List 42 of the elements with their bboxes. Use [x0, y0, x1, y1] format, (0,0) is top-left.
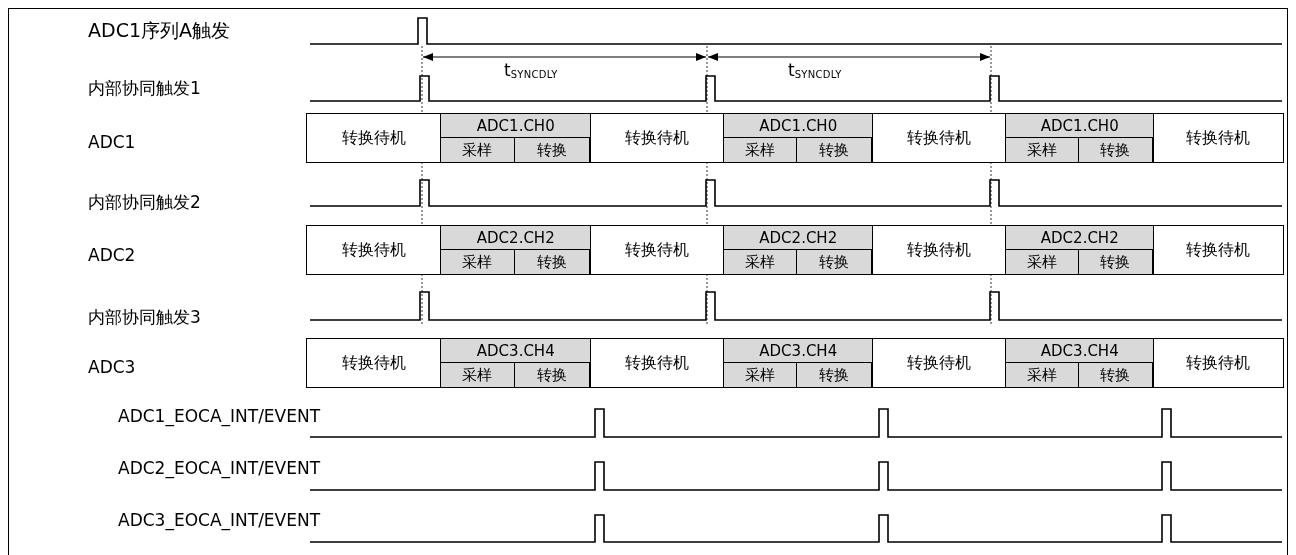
delay-label: t$_{SYNCDLY}$ [788, 60, 842, 82]
state-box: 转换待机 [872, 225, 1007, 275]
phase-box: 转换 [513, 137, 590, 163]
phase-box: 转换 [796, 137, 872, 163]
state-box: 转换待机 [872, 113, 1007, 163]
phase-box: 转换 [796, 249, 872, 275]
phase-box: 转换 [1077, 362, 1153, 388]
state-box: 转换待机 [1153, 113, 1284, 163]
phase-box: 转换 [513, 249, 590, 275]
channel-name: ADC2.CH2 [758, 228, 839, 249]
channel-name: ADC3.CH4 [475, 341, 556, 362]
channel-name: ADC3.CH4 [758, 341, 839, 362]
channel-name: ADC2.CH2 [1039, 228, 1120, 249]
signal-name: 内部协同触发3 [88, 307, 201, 327]
signal-name: ADC2_EOCA_INT/EVENT [118, 458, 321, 478]
state-box: 转换待机 [590, 338, 725, 388]
state-box: 转换待机 [1153, 338, 1284, 388]
channel-name: ADC2.CH2 [475, 228, 556, 249]
state-box: 转换待机 [590, 113, 725, 163]
delay-label: t$_{SYNCDLY}$ [504, 60, 558, 82]
phase-box: 转换 [1077, 137, 1153, 163]
channel-name: ADC1.CH0 [475, 116, 556, 137]
state-box: 转换待机 [590, 225, 725, 275]
signal-name: ADC2 [88, 245, 136, 265]
phase-box: 转换 [796, 362, 872, 388]
signal-name: ADC3_EOCA_INT/EVENT [118, 510, 321, 530]
signal-name: ADC1序列A触发 [88, 20, 230, 40]
phase-box: 转换 [513, 362, 590, 388]
state-box: 转换待机 [872, 338, 1007, 388]
state-box: 转换待机 [306, 113, 442, 163]
state-box: 转换待机 [306, 338, 442, 388]
signal-name: ADC1_EOCA_INT/EVENT [118, 406, 321, 426]
channel-name: ADC1.CH0 [758, 116, 839, 137]
channel-name: ADC3.CH4 [1039, 341, 1120, 362]
channel-name: ADC1.CH0 [1039, 116, 1120, 137]
signal-name: ADC3 [88, 357, 136, 377]
signal-name: 内部协同触发1 [88, 78, 201, 98]
state-box: 转换待机 [1153, 225, 1284, 275]
state-box: 转换待机 [306, 225, 442, 275]
signal-name: ADC1 [88, 132, 136, 152]
signal-name: 内部协同触发2 [88, 192, 201, 212]
phase-box: 转换 [1077, 249, 1153, 275]
